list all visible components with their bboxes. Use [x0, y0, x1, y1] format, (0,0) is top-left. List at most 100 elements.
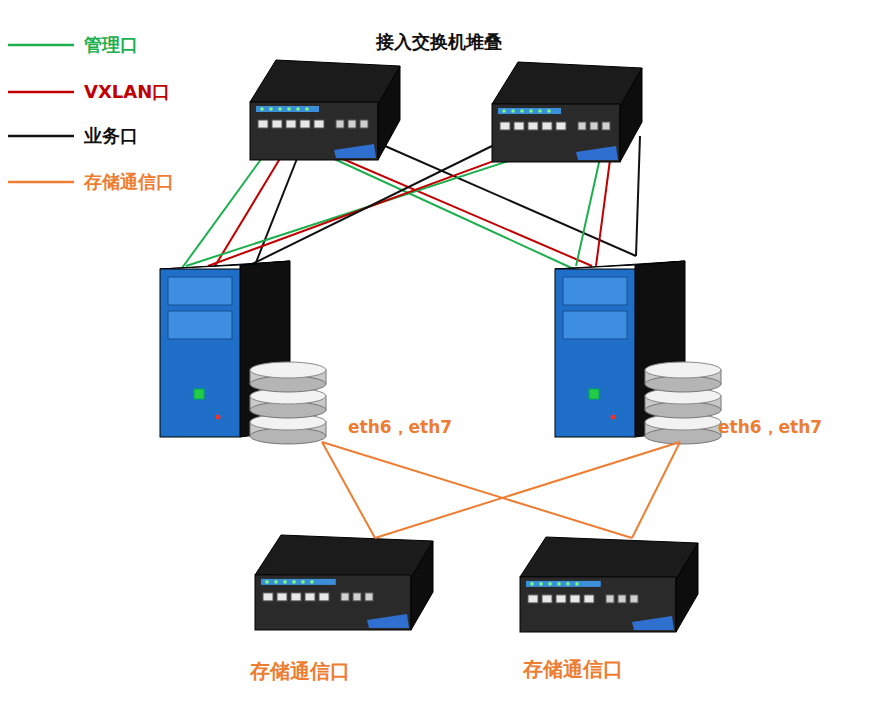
status-led	[511, 109, 515, 113]
status-led	[557, 582, 561, 586]
switch-front	[250, 102, 378, 160]
switch-top	[255, 535, 433, 578]
port	[263, 593, 273, 601]
disk-stack	[645, 362, 721, 444]
cable-line	[636, 136, 640, 256]
cable-line	[250, 146, 492, 265]
port	[630, 595, 638, 603]
legend-text: 管理口	[84, 33, 138, 57]
storage-switch-node: 存储通信口	[515, 538, 700, 690]
port	[618, 595, 626, 603]
port	[500, 122, 510, 130]
server-top	[160, 261, 290, 269]
status-led	[216, 415, 221, 420]
status-strip	[498, 108, 561, 114]
port	[305, 593, 315, 601]
switch-side	[411, 541, 433, 630]
server-front	[555, 269, 635, 437]
status-led	[530, 582, 534, 586]
port	[606, 595, 614, 603]
storage-link	[632, 442, 680, 538]
status-led	[502, 109, 506, 113]
disk-stack	[250, 362, 326, 444]
status-strip	[526, 581, 601, 587]
switch-side	[620, 68, 642, 162]
status-led	[296, 107, 300, 111]
device-label: 存储通信口	[250, 658, 350, 685]
port	[528, 122, 538, 130]
status-led	[529, 109, 533, 113]
port	[360, 120, 368, 128]
storage-link	[375, 442, 680, 538]
port	[570, 595, 580, 603]
status-led	[611, 415, 616, 420]
status-led	[287, 107, 291, 111]
switch-front	[520, 577, 676, 632]
status-led	[274, 580, 278, 584]
status-strip	[261, 579, 336, 585]
switch-side	[378, 66, 400, 160]
server-front	[160, 269, 240, 437]
switch-device	[492, 62, 642, 162]
status-led	[278, 107, 282, 111]
device-label: 存储通信口	[523, 656, 623, 683]
cable-line	[576, 158, 600, 266]
server-top	[555, 261, 685, 269]
cable-line	[306, 146, 576, 270]
drive-bay	[563, 311, 627, 339]
switch-side	[676, 543, 698, 632]
port	[319, 593, 329, 601]
status-led	[310, 580, 314, 584]
port-label: eth6，eth7	[718, 416, 822, 439]
port	[272, 120, 282, 128]
port	[590, 122, 598, 130]
drive-bay	[168, 311, 232, 339]
port	[578, 122, 586, 130]
storage-link	[322, 442, 632, 538]
status-led	[265, 580, 269, 584]
switch-accent	[576, 146, 618, 160]
drive-bay	[168, 277, 232, 305]
switch-device	[250, 60, 400, 160]
port	[602, 122, 610, 130]
switch-accent	[632, 616, 674, 630]
status-led	[301, 580, 305, 584]
switch-accent	[367, 614, 409, 628]
legend-sample	[8, 181, 74, 184]
port-label: eth6，eth7	[348, 416, 452, 439]
status-strip	[256, 106, 319, 112]
stack-title: 接入交换机堆叠	[376, 30, 502, 54]
cable-line	[186, 152, 536, 266]
switch-accent	[334, 144, 376, 158]
status-led	[566, 582, 570, 586]
port	[514, 122, 524, 130]
status-led	[269, 107, 273, 111]
port	[542, 122, 552, 130]
legend-sample	[8, 91, 74, 94]
switch-device	[520, 537, 698, 632]
drive-bay	[563, 277, 627, 305]
cable-line	[596, 160, 610, 266]
port	[258, 120, 268, 128]
port	[556, 595, 566, 603]
switch-top	[492, 62, 642, 107]
disk-top	[250, 362, 326, 378]
status-led	[538, 109, 542, 113]
server-node: eth6，eth7	[160, 262, 480, 442]
status-led	[305, 107, 309, 111]
port	[365, 593, 373, 601]
switch-device	[255, 535, 433, 630]
storage-switch-node: 存储通信口	[248, 538, 438, 690]
port	[286, 120, 296, 128]
switch-front	[255, 575, 411, 630]
port	[353, 593, 361, 601]
switch-front	[492, 104, 620, 162]
status-led	[283, 580, 287, 584]
port	[542, 595, 552, 603]
port	[291, 593, 301, 601]
legend-text: VXLAN口	[84, 80, 170, 104]
status-led	[539, 582, 543, 586]
status-led	[292, 580, 296, 584]
